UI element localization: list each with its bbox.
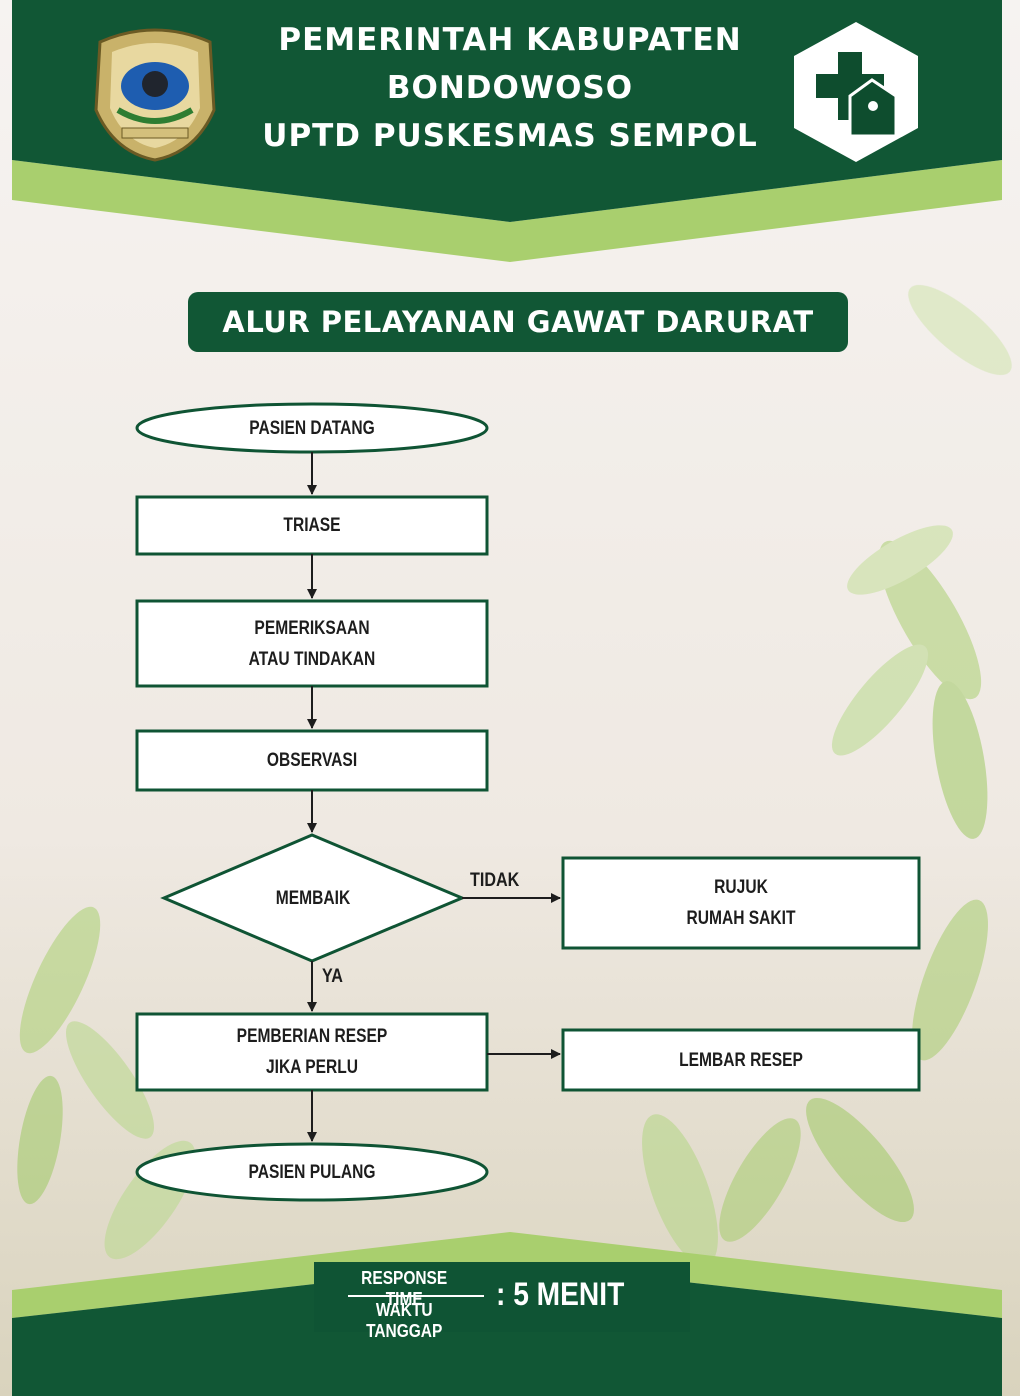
decision-label: MEMBAIK xyxy=(191,868,435,928)
exam-box xyxy=(135,599,489,688)
observation-box xyxy=(135,729,489,792)
header-line-1: PEMERINTAH KABUPATEN xyxy=(278,22,742,58)
prescription-sheet-label: LEMBAR RESEP xyxy=(595,1030,887,1090)
response-time-label: RESPONSE TIME xyxy=(361,1268,448,1309)
response-time-box: RESPONSE TIME WAKTU TANGGAP : 5 MENIT xyxy=(314,1262,690,1341)
regency-emblem xyxy=(94,28,216,162)
start-text: PASIEN DATANG xyxy=(249,417,375,439)
decorative-leaves xyxy=(17,284,1012,1266)
triage-label: TRIASE xyxy=(169,497,456,554)
response-time-value: : 5 MENIT xyxy=(496,1276,625,1312)
prescription-box xyxy=(135,1012,489,1092)
refer-box xyxy=(561,856,921,950)
prescription-text-line2: JIKA PERLU xyxy=(265,1057,359,1078)
exam-text-line2: ATAU TINDAKAN xyxy=(248,648,376,670)
observation-text: OBSERVASI xyxy=(266,750,358,771)
end-terminal xyxy=(135,1142,489,1202)
triage-text: TRIASE xyxy=(283,515,341,536)
diagram-title: ALUR PELAYANAN GAWAT DARURAT xyxy=(188,292,848,352)
footer-accent-band xyxy=(12,1232,1002,1318)
response-time-label-id: WAKTU TANGGAP xyxy=(366,1300,443,1341)
header-line-3: UPTD PUSKESMAS SEMPOL xyxy=(262,118,758,154)
start-label: PASIEN DATANG xyxy=(169,404,456,452)
observation-label: OBSERVASI xyxy=(169,731,456,790)
end-text: PASIEN PULANG xyxy=(248,1161,376,1183)
exam-label: PEMERIKSAAN ATAU TINDAKAN xyxy=(169,601,456,686)
decision-text: MEMBAIK xyxy=(275,887,351,909)
prescription-label: PEMBERIAN RESEP JIKA PERLU xyxy=(169,1014,456,1090)
refer-label: RUJUK RUMAH SAKIT xyxy=(595,858,887,948)
no-edge-label: TIDAK xyxy=(470,870,520,891)
end-label: PASIEN PULANG xyxy=(169,1144,456,1200)
refer-text-line2: RUMAH SAKIT xyxy=(686,908,796,929)
header-line-2: BONDOWOSO xyxy=(386,70,634,106)
prescription-sheet-box xyxy=(561,1028,921,1092)
header-accent-band xyxy=(12,160,1002,262)
response-time-divider xyxy=(348,1295,484,1297)
puskesmas-logo xyxy=(794,22,918,162)
flowchart-shapes xyxy=(135,402,921,1202)
header-band xyxy=(12,0,1002,222)
prescription-sheet-text: LEMBAR RESEP xyxy=(679,1049,803,1071)
yes-edge-label: YA xyxy=(322,966,343,987)
refer-text-line1: RUJUK xyxy=(714,877,768,898)
prescription-text-line1: PEMBERIAN RESEP xyxy=(236,1026,388,1047)
flowchart-arrows xyxy=(307,452,561,1142)
exam-text-line1: PEMERIKSAAN xyxy=(254,617,370,639)
